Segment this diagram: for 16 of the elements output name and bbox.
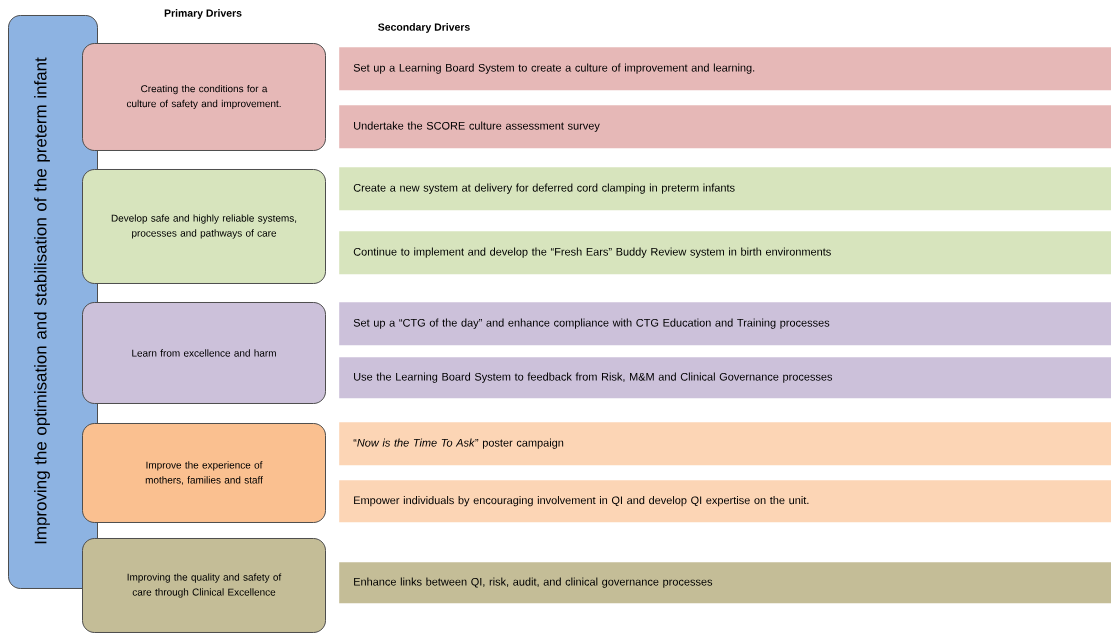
primary-driver-box: Develop safe and highly reliable systems, processes and pathways of care: [82, 169, 326, 284]
secondary-driver-bar: Undertake the SCORE culture assessment survey: [339, 105, 1111, 149]
secondary-driver-bar: Set up a “CTG of the day” and enhance compliance with CTG Education and Training processes: [339, 302, 1111, 346]
secondary-driver-bar: Use the Learning Board System to feedback from Risk, M&M and Clinical Governance processes: [339, 357, 1111, 399]
primary-driver-box: Improving the quality and safety of care through Clinical Excellence: [82, 538, 326, 633]
secondary-driver-bar: Enhance links between QI, risk, audit, and clinical governance processes: [339, 562, 1111, 604]
secondary-driver-bar: “Now is the Time To Ask” poster campaign: [339, 422, 1111, 466]
column-heading: Primary Drivers: [164, 9, 242, 19]
primary-driver-box: Learn from excellence and harm: [82, 302, 326, 404]
primary-driver-box: Creating the conditions for a culture of safety and improvement.: [82, 43, 326, 151]
secondary-driver-bar: Create a new system at delivery for deferred cord clamping in preterm infants: [339, 167, 1111, 211]
secondary-driver-bar: Continue to implement and develop the “Fresh Ears” Buddy Review system in birth environments: [339, 231, 1111, 275]
primary-driver-box: Improve the experience of mothers, families and staff: [82, 423, 326, 523]
secondary-driver-bar: Set up a Learning Board System to create a culture of improvement and learning.: [339, 47, 1111, 91]
secondary-driver-bar: Empower individuals by encouraging involvement in QI and develop QI expertise on the unit.: [339, 480, 1111, 523]
column-heading: Secondary Drivers: [378, 23, 470, 33]
